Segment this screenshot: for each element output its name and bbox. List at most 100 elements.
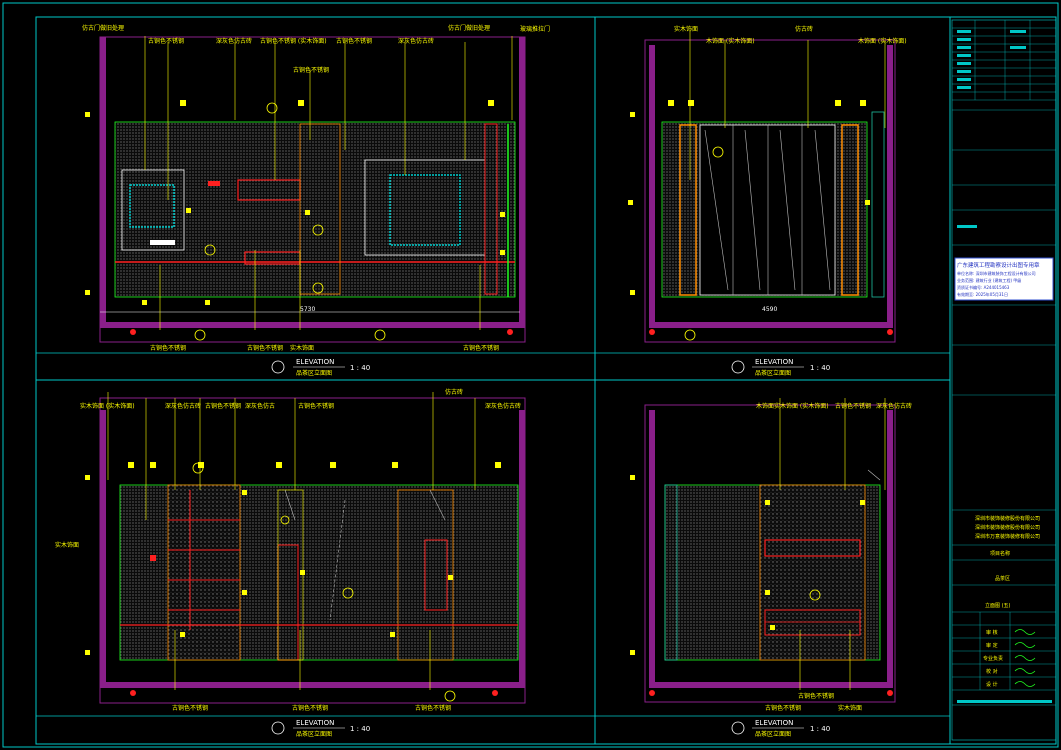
svg-text:古铜色不锈钢: 古铜色不锈钢 bbox=[292, 704, 328, 712]
svg-text:深灰色仿古砖: 深灰色仿古砖 bbox=[485, 402, 521, 410]
svg-text:实木饰面 (实木饰面): 实木饰面 (实木饰面) bbox=[80, 402, 135, 410]
dimension-label: 5730 bbox=[300, 306, 315, 313]
callout-label: 仿古砖 bbox=[795, 25, 813, 33]
callout-label: 古铜色不锈钢 bbox=[150, 344, 186, 352]
stamp-line: 广东建筑工程勘察设计出图专用章 bbox=[957, 261, 1040, 269]
svg-text:古铜色不锈钢: 古铜色不锈钢 bbox=[172, 704, 208, 712]
svg-text:单位名称: 深圳市建筑装饰工程设计有限公司: 单位名称: 深圳市建筑装饰工程设计有限公司 bbox=[957, 270, 1036, 276]
svg-text:古铜色不锈钢: 古铜色不锈钢 bbox=[205, 402, 241, 410]
svg-text:1 : 40: 1 : 40 bbox=[810, 364, 830, 372]
elevation-panel-4: 木饰面实木饰面 (实木饰面) 古铜色不锈钢 深灰色仿古砖 古铜色不锈钢 古铜色不… bbox=[630, 398, 912, 738]
svg-text:古铜色不锈钢: 古铜色不锈钢 bbox=[298, 402, 334, 410]
svg-text:实木饰面: 实木饰面 bbox=[674, 25, 698, 33]
svg-text:1 : 40: 1 : 40 bbox=[350, 725, 370, 733]
project-label: 项目名称 bbox=[990, 550, 1010, 557]
callout-label: 古铜色不锈钢 bbox=[415, 704, 451, 712]
panel-title-cn: 品茶区立面图 bbox=[296, 369, 332, 377]
svg-text:校 对: 校 对 bbox=[986, 668, 998, 675]
svg-text:5730: 5730 bbox=[300, 306, 315, 313]
svg-text:资质证书编号: A244015463: 资质证书编号: A244015463 bbox=[957, 284, 1010, 290]
callout-label: 深灰色仿古 bbox=[245, 402, 275, 410]
callout-label: 深灰色仿古砖 bbox=[485, 402, 521, 410]
svg-text:1 : 40: 1 : 40 bbox=[350, 364, 370, 372]
svg-text:深圳市装饰装修股份有限公司: 深圳市装饰装修股份有限公司 bbox=[975, 515, 1040, 522]
svg-text:立面图 (五): 立面图 (五) bbox=[985, 602, 1011, 609]
callout-label: 实木饰面 bbox=[838, 704, 862, 712]
stamp-line: 有效期至: 2025年05月31日 bbox=[957, 291, 1008, 297]
callout-label: 古铜色不锈钢 bbox=[463, 344, 499, 352]
svg-text:ELEVATION: ELEVATION bbox=[296, 719, 334, 727]
svg-text:玻璃推拉门: 玻璃推拉门 bbox=[520, 25, 550, 33]
stamp-line: 单位名称: 深圳市建筑装饰工程设计有限公司 bbox=[957, 270, 1036, 276]
panel-title-en: ELEVATION bbox=[755, 358, 793, 366]
svg-text:实木饰面: 实木饰面 bbox=[838, 704, 862, 712]
drawing-type: 品茶区 bbox=[995, 575, 1010, 582]
svg-text:古铜色不锈钢: 古铜色不锈钢 bbox=[415, 704, 451, 712]
svg-text:深圳市装饰装修股份有限公司: 深圳市装饰装修股份有限公司 bbox=[975, 524, 1040, 531]
callout-label: 古铜色不锈钢 bbox=[835, 402, 871, 410]
svg-text:木饰面 (实木饰面): 木饰面 (实木饰面) bbox=[706, 37, 755, 45]
elevation-panel-3: 实木饰面 (实木饰面) 深灰色仿古砖 古铜色不锈钢 深灰色仿古 古铜色不锈钢 仿… bbox=[55, 388, 526, 738]
callout-label: 仿古门做旧处理 bbox=[448, 24, 490, 32]
svg-text:ELEVATION: ELEVATION bbox=[755, 358, 793, 366]
callout-label: 实木饰面 bbox=[674, 25, 698, 33]
svg-text:木饰面 (实木饰面): 木饰面 (实木饰面) bbox=[858, 37, 907, 45]
callout-label: 深灰色仿古砖 bbox=[165, 402, 201, 410]
panel-scale: 1 : 40 bbox=[350, 364, 370, 372]
svg-text:古铜色不锈钢: 古铜色不锈钢 bbox=[835, 402, 871, 410]
svg-text:ELEVATION: ELEVATION bbox=[755, 719, 793, 727]
svg-text:深灰色仿古砖: 深灰色仿古砖 bbox=[876, 402, 912, 410]
callout-label: 木饰面 (实木饰面) bbox=[706, 37, 755, 45]
svg-text:实木饰面: 实木饰面 bbox=[55, 541, 79, 549]
title-block: 广东建筑工程勘察设计出图专用章 单位名称: 深圳市建筑装饰工程设计有限公司 业务… bbox=[951, 19, 1057, 741]
approval-stamp bbox=[954, 257, 1054, 301]
svg-text:古铜色不锈钢: 古铜色不锈钢 bbox=[293, 66, 329, 74]
svg-text:古铜色不锈钢: 古铜色不锈钢 bbox=[463, 344, 499, 352]
elevation-panel-2: 实木饰面 木饰面 (实木饰面) 仿古砖 木饰面 (实木饰面) 4590 ELEV… bbox=[628, 25, 907, 377]
svg-text:品茶区立面图: 品茶区立面图 bbox=[296, 730, 332, 738]
svg-text:木饰面实木饰面 (实木饰面): 木饰面实木饰面 (实木饰面) bbox=[756, 402, 829, 410]
company-name: 深圳市万意装饰装修有限公司 bbox=[975, 533, 1040, 540]
callout-label: 仿古门做旧处理 bbox=[82, 24, 124, 32]
callout-label: 仿古砖 bbox=[445, 388, 463, 396]
svg-text:深圳市万意装饰装修有限公司: 深圳市万意装饰装修有限公司 bbox=[975, 533, 1040, 540]
svg-text:古铜色不锈钢: 古铜色不锈钢 bbox=[765, 704, 801, 712]
callout-label: 实木饰面 bbox=[290, 344, 314, 352]
svg-text:广东建筑工程勘察设计出图专用章: 广东建筑工程勘察设计出图专用章 bbox=[957, 261, 1040, 269]
signature-scribbles bbox=[1014, 629, 1036, 687]
signature-row-label: 设 计 bbox=[986, 681, 998, 688]
panel-title-cn: 品茶区立面图 bbox=[755, 369, 791, 377]
stamp-line: 业务范围: 建筑行业 (建筑工程) 甲级 bbox=[957, 277, 1021, 283]
callout-label: 古铜色不锈钢 bbox=[292, 704, 328, 712]
callout-label: 古铜色不锈钢 bbox=[247, 344, 283, 352]
svg-text:仿古门做旧处理: 仿古门做旧处理 bbox=[82, 24, 124, 32]
callout-label: 古铜色不锈钢 bbox=[172, 704, 208, 712]
svg-text:古铜色不锈钢 (实木饰面): 古铜色不锈钢 (实木饰面) bbox=[260, 37, 327, 45]
callout-label: 古铜色不锈钢 bbox=[765, 704, 801, 712]
svg-text:古铜色不锈钢: 古铜色不锈钢 bbox=[798, 692, 834, 700]
callout-label: 古铜色不锈钢 bbox=[148, 37, 184, 45]
panel-scale: 1 : 40 bbox=[810, 725, 830, 733]
callout-label: 玻璃推拉门 bbox=[520, 25, 550, 33]
callout-label: 深灰色仿古砖 bbox=[876, 402, 912, 410]
callout-label: 古铜色不锈钢 (实木饰面) bbox=[260, 37, 327, 45]
svg-text:古铜色不锈钢: 古铜色不锈钢 bbox=[247, 344, 283, 352]
svg-text:有效期至: 2025年05月31日: 有效期至: 2025年05月31日 bbox=[957, 291, 1008, 297]
svg-text:深灰色仿古砖: 深灰色仿古砖 bbox=[165, 402, 201, 410]
svg-text:古铜色不锈钢: 古铜色不锈钢 bbox=[148, 37, 184, 45]
callout-label: 古铜色不锈钢 bbox=[798, 692, 834, 700]
side-label: 实木饰面 bbox=[55, 541, 79, 549]
callout-label: 深灰色仿古砖 bbox=[216, 37, 252, 45]
svg-text:品茶区: 品茶区 bbox=[995, 575, 1010, 582]
callout-label: 木饰面 (实木饰面) bbox=[858, 37, 907, 45]
svg-text:1 : 40: 1 : 40 bbox=[810, 725, 830, 733]
svg-text:品茶区立面图: 品茶区立面图 bbox=[755, 730, 791, 738]
svg-text:仿古砖: 仿古砖 bbox=[795, 25, 813, 33]
signature-row-label: 审 核 bbox=[986, 629, 998, 636]
panel-title-en: ELEVATION bbox=[296, 719, 334, 727]
signature-row-label: 校 对 bbox=[986, 668, 998, 675]
panel-title-cn: 品茶区立面图 bbox=[296, 730, 332, 738]
dimension-label: 4590 bbox=[762, 306, 777, 313]
